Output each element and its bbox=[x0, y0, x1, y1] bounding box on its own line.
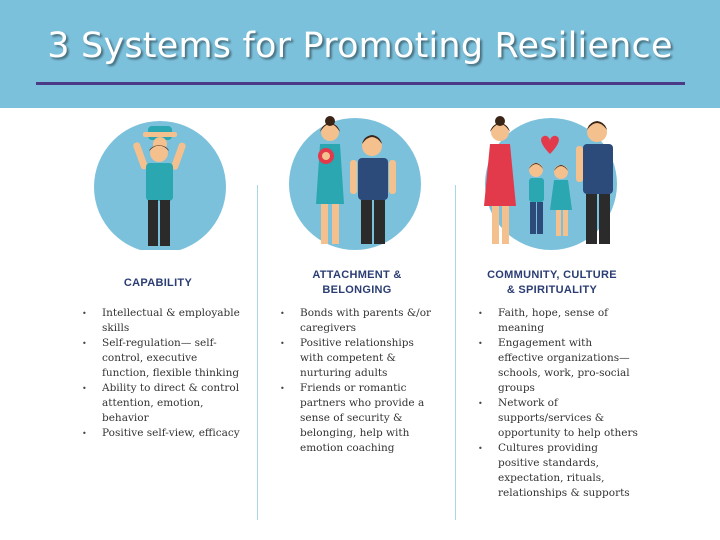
title-banner bbox=[0, 0, 720, 108]
capability-illustration bbox=[94, 121, 226, 250]
community-bullet-list: • Faith, hope, sense of meaning • Engageme… bbox=[478, 306, 640, 501]
bullet-text: Positive self-view, efficacy bbox=[102, 427, 240, 439]
bullet-text: Cultures providing positive standards, e… bbox=[498, 442, 630, 499]
bullet-marker: • bbox=[280, 384, 285, 393]
bullet-marker: • bbox=[82, 384, 87, 393]
heading-line: ATTACHMENT & bbox=[312, 269, 402, 281]
list-item: • Positive relationships with competent &… bbox=[280, 336, 438, 381]
heading-line: & SPIRITUALITY bbox=[506, 284, 598, 296]
list-item: • Bonds with parents &/or caregivers bbox=[280, 306, 438, 336]
community-illustration bbox=[484, 116, 617, 250]
bullet-text: Self-regulation— self-control, executive… bbox=[102, 337, 240, 379]
bullet-marker: • bbox=[82, 339, 87, 348]
list-item: • Ability to direct & control attention, … bbox=[82, 381, 247, 426]
bullet-marker: • bbox=[478, 444, 483, 453]
heading-line: BELONGING bbox=[322, 284, 392, 296]
list-item: • Intellectual & employable skills bbox=[82, 306, 247, 336]
title-underline bbox=[36, 82, 685, 85]
community-heading: COMMUNITY, CULTURE & SPIRITUALITY bbox=[476, 268, 628, 298]
list-item: • Network of supports/services & opportun… bbox=[478, 396, 640, 441]
heading-line: COMMUNITY, CULTURE bbox=[487, 269, 617, 281]
bullet-marker: • bbox=[478, 309, 483, 318]
attachment-heading: ATTACHMENT & BELONGING bbox=[302, 268, 412, 298]
heading-line: CAPABILITY bbox=[123, 277, 193, 289]
attachment-illustration bbox=[289, 116, 421, 250]
slide-title: 3 Systems for Promoting Resilience bbox=[47, 26, 673, 66]
list-item: • Faith, hope, sense of meaning bbox=[478, 306, 640, 336]
capability-heading: CAPABILITY bbox=[108, 276, 208, 291]
bullet-text: Friends or romantic partners who provide… bbox=[300, 382, 425, 454]
bullet-text: Bonds with parents &/or caregivers bbox=[300, 307, 432, 334]
attachment-bullet-list: • Bonds with parents &/or caregivers • Pos… bbox=[280, 306, 438, 456]
bullet-marker: • bbox=[82, 429, 87, 438]
bullet-text: Network of supports/services & opportuni… bbox=[498, 397, 638, 439]
column-divider bbox=[455, 185, 456, 520]
list-item: • Positive self-view, efficacy bbox=[82, 426, 247, 441]
bullet-text: Engagement with effective organizations—… bbox=[498, 337, 630, 394]
column-divider bbox=[257, 185, 258, 520]
heart-icon bbox=[541, 135, 559, 154]
bullet-marker: • bbox=[478, 399, 483, 408]
bullet-text: Faith, hope, sense of meaning bbox=[498, 307, 609, 334]
list-item: • Friends or romantic partners who provid… bbox=[280, 381, 438, 456]
bullet-text: Positive relationships with competent & … bbox=[300, 337, 414, 379]
bullet-text: Ability to direct & control attention, e… bbox=[102, 382, 240, 424]
list-item: • Cultures providing positive standards, … bbox=[478, 441, 640, 501]
bullet-marker: • bbox=[280, 309, 285, 318]
list-item: • Engagement with effective organizations… bbox=[478, 336, 640, 396]
capability-bullet-list: • Intellectual & employable skills • Self-… bbox=[82, 306, 247, 441]
list-item: • Self-regulation— self-control, executiv… bbox=[82, 336, 247, 381]
bullet-text: Intellectual & employable skills bbox=[102, 307, 240, 334]
bullet-marker: • bbox=[280, 339, 285, 348]
bullet-marker: • bbox=[478, 339, 483, 348]
bullet-marker: • bbox=[82, 309, 87, 318]
